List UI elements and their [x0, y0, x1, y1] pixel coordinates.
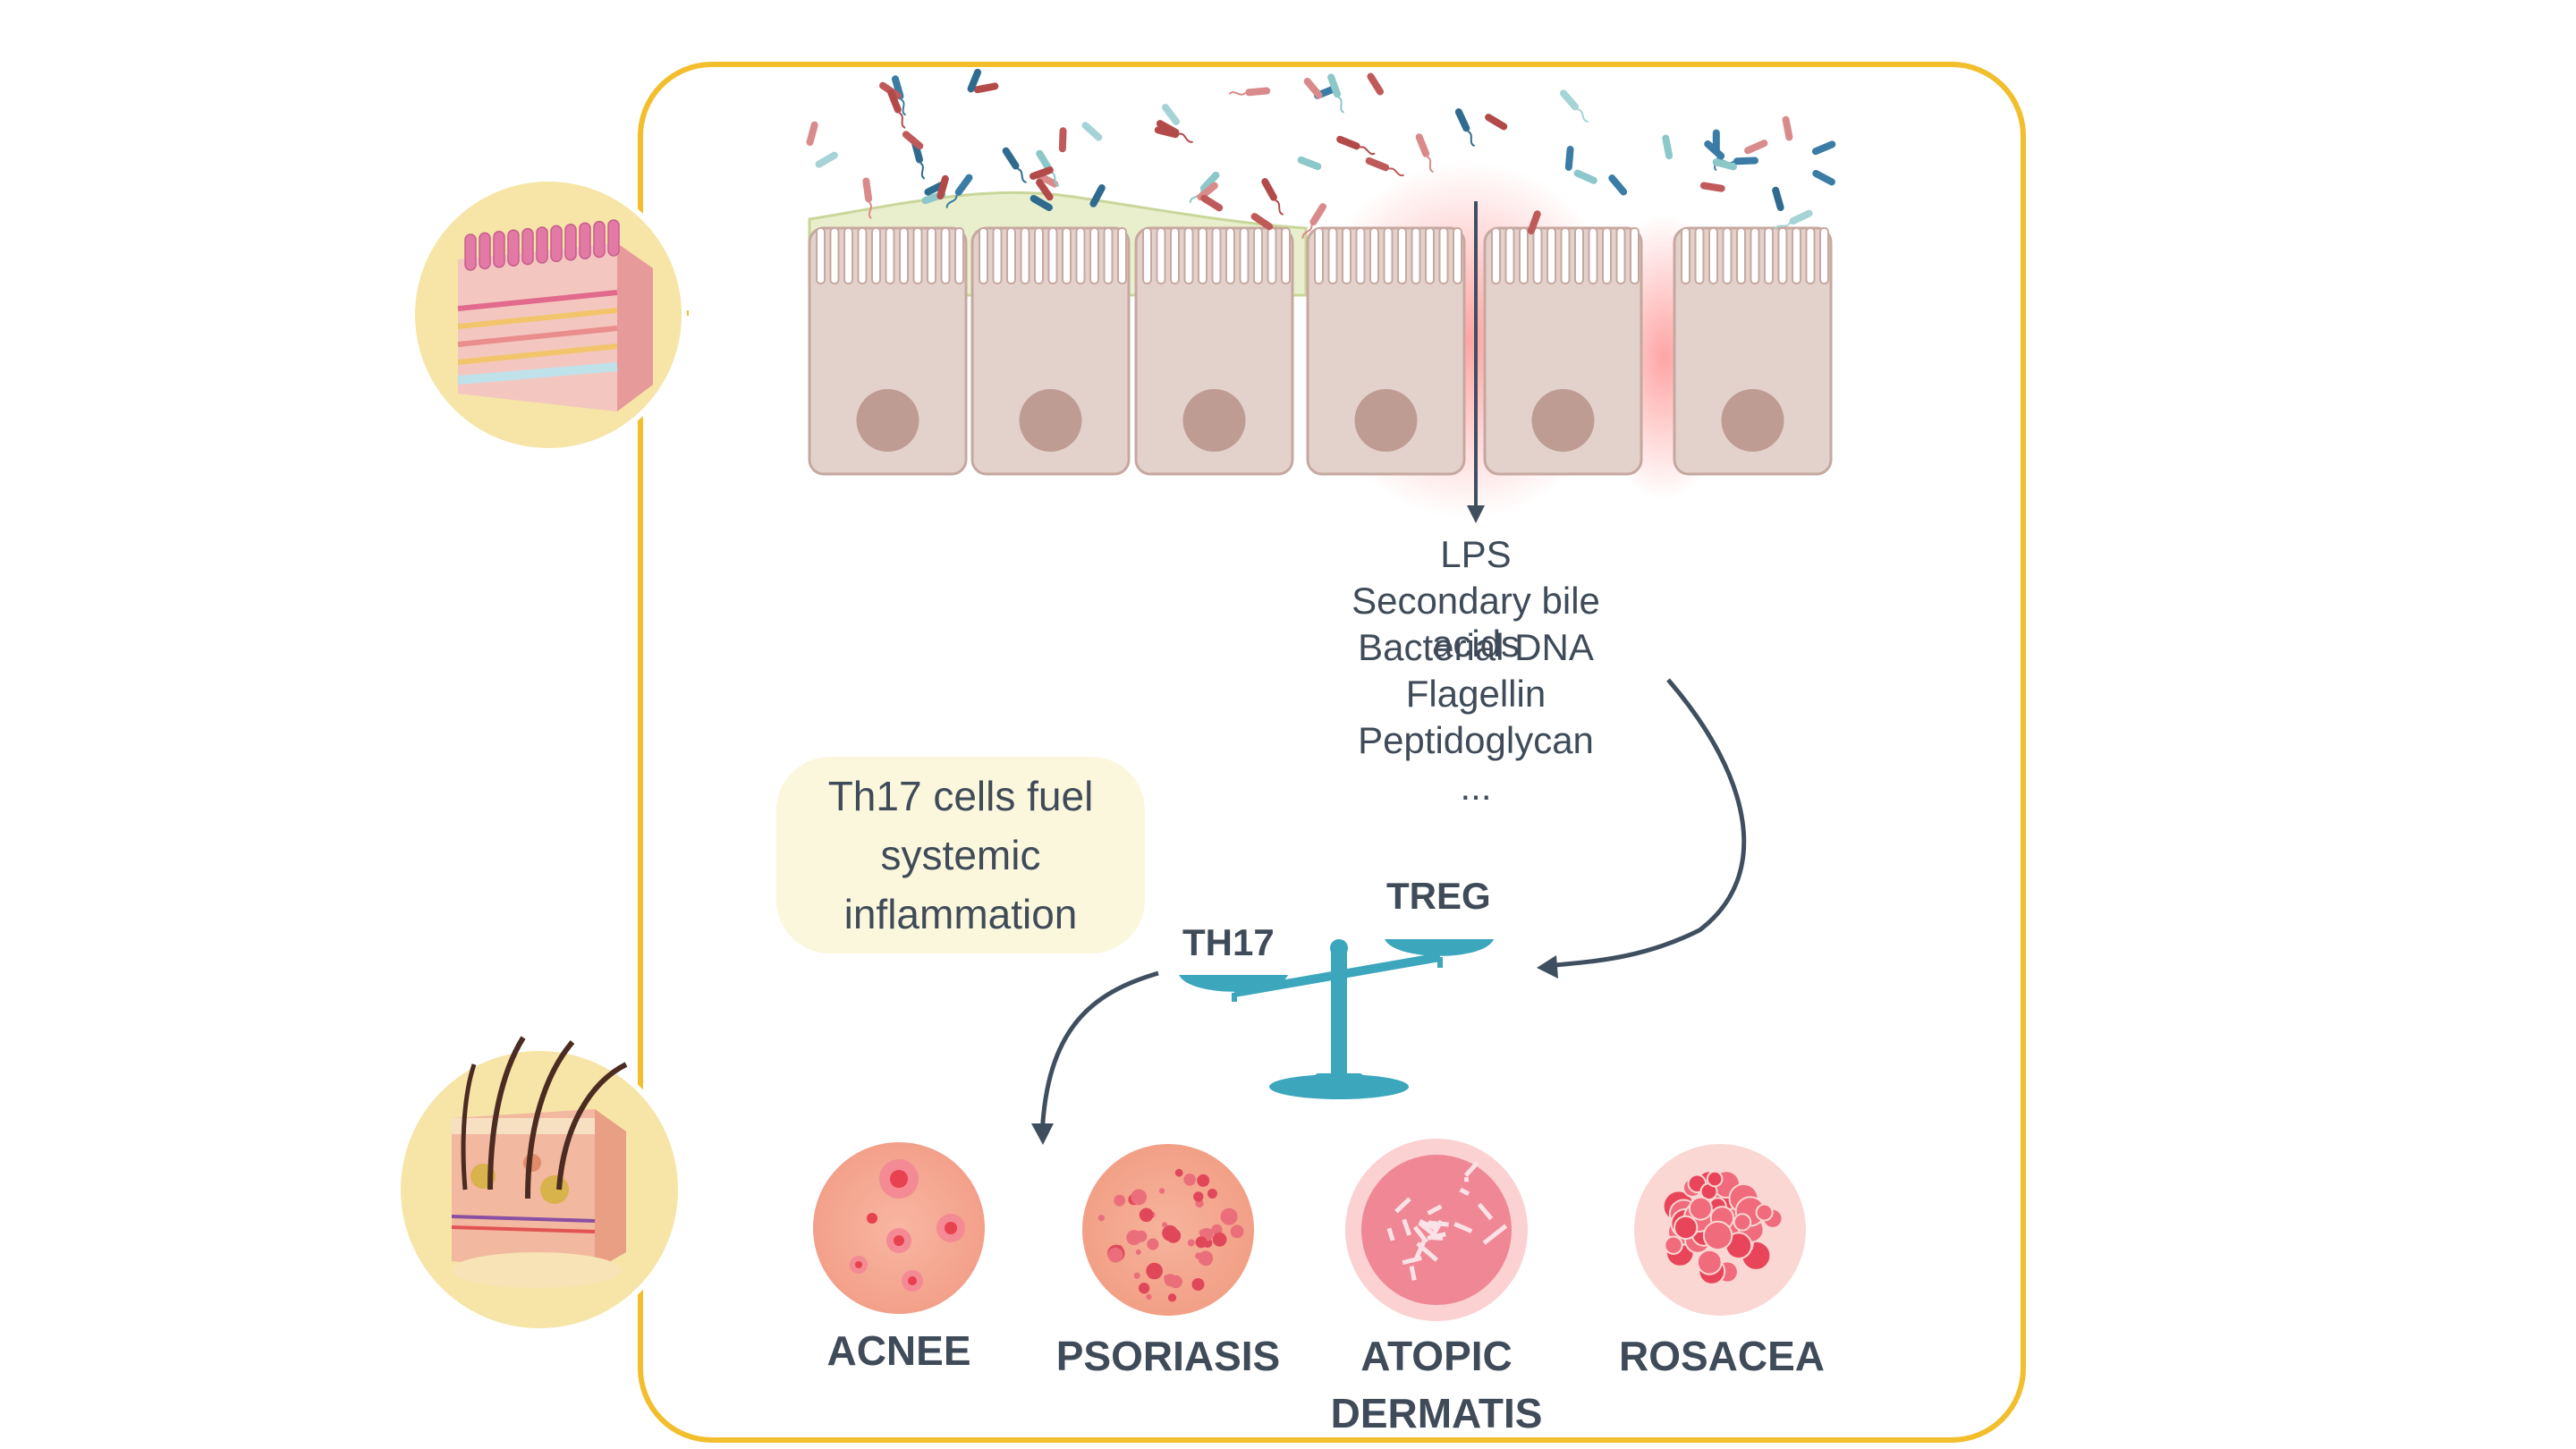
intestinal-tissue-icon [457, 219, 653, 411]
bacterium-icon [1573, 169, 1597, 184]
bacterium-icon [891, 75, 907, 116]
bacterium-icon [815, 151, 838, 168]
main-frame [638, 62, 2026, 1443]
treg-label: TREG [1386, 875, 1491, 917]
bacterium-icon [1154, 126, 1180, 139]
molecule-lps: LPS [1440, 533, 1512, 575]
molecule-flagellin: Flagellin [1405, 673, 1546, 715]
bacterium-icon [1559, 89, 1589, 123]
nucleus [1354, 389, 1418, 452]
disease-label-line: DERMATIS [1330, 1390, 1543, 1436]
callout-line: systemic [880, 832, 1041, 878]
callout-line: Th17 cells fuel [827, 773, 1094, 819]
bacterium-icon [1261, 178, 1284, 216]
bacterium-icon [1564, 146, 1574, 171]
nucleus [1531, 389, 1595, 452]
disease-label-psoriasis: PSORIASIS [1034, 1327, 1302, 1385]
bacterium-icon [1485, 114, 1508, 131]
bacterium-icon [1367, 72, 1384, 96]
bacterium-icon [967, 68, 982, 93]
bacterium-icon [1712, 158, 1737, 171]
bacterium-icon [1415, 133, 1434, 174]
atopic-dermatitis-icon [1345, 1139, 1528, 1321]
acne-icon [813, 1142, 985, 1314]
disease-label-atopic-dermatitis: ATOPIC DERMATIS [1315, 1327, 1558, 1442]
nucleus [856, 389, 919, 452]
molecule-peptidoglycan: Peptidoglycan [1358, 719, 1594, 761]
bacterium-icon [1772, 186, 1784, 212]
skin-tissue-circle [395, 1036, 683, 1334]
th17-label: TH17 [1182, 921, 1275, 963]
molecule-bacterial-dna: Bacterial DNA [1358, 626, 1594, 668]
bacterium-icon [1156, 120, 1193, 143]
rosacea-icon [1634, 1144, 1806, 1316]
bacterium-icon [1699, 182, 1725, 192]
bacterium-icon [887, 89, 906, 129]
balance-scale-icon [1179, 939, 1494, 1099]
disease-label-line: ROSACEA [1618, 1333, 1826, 1379]
th17-callout: Th17 cells fuel systemic inflammation [776, 757, 1145, 953]
bacterium-icon [1301, 203, 1326, 239]
epithelial-cell [1673, 226, 1833, 476]
bacterium-icon [1662, 134, 1674, 160]
nucleus [1019, 389, 1082, 452]
bacterium-icon [1036, 178, 1054, 201]
epithelial-cell [1483, 226, 1643, 476]
callout-line: inflammation [843, 891, 1078, 937]
bacterium-icon [1744, 140, 1768, 155]
bacterium-icon [1811, 140, 1836, 156]
bacterium-icon [1365, 157, 1404, 177]
skin-cross-section-icon [451, 1036, 628, 1288]
epithelial-cell [1134, 226, 1294, 476]
bacterium-icon [1774, 209, 1813, 230]
disease-label-line: PSORIASIS [1055, 1333, 1281, 1379]
bacterium-icon [902, 131, 924, 150]
gut-tissue-circle [410, 176, 687, 453]
bacterium-icon [1250, 213, 1274, 231]
molecule-secondary-bile-acids: Secondary bile acids [1352, 580, 1600, 665]
bacterium-icon [1336, 135, 1376, 156]
bacterium-icon [1200, 194, 1224, 212]
bacterium-icon [1327, 73, 1345, 114]
bacterium-icon [1089, 184, 1106, 208]
gut-bacteria [806, 68, 1836, 239]
arrow-to-treg [1546, 678, 1747, 969]
bacterium-icon [1081, 122, 1103, 141]
molecule-ellipsis: ... [1460, 766, 1492, 808]
bacterium-icon [806, 121, 818, 147]
bacterium-icon [936, 174, 949, 200]
bacterium-icon [973, 82, 999, 94]
bacterium-icon [1030, 166, 1054, 181]
bacterium-icon [1782, 115, 1793, 141]
bacterium-icon [1058, 127, 1067, 153]
disease-label-rosacea: ROSACEA [1601, 1327, 1843, 1385]
epithelial-cell [808, 226, 968, 476]
bacterium-icon [945, 174, 973, 208]
bacterium-icon [1030, 195, 1053, 211]
disease-label-line: ACNEE [826, 1327, 971, 1374]
bacterium-icon [1303, 77, 1323, 99]
bacterium-icon [862, 177, 873, 219]
psoriasis-icon [1082, 1144, 1254, 1316]
disease-label-acne: ACNEE [809, 1322, 988, 1379]
arrow-to-diseases [1039, 970, 1159, 1137]
bacterium-icon [1812, 170, 1835, 186]
bacterium-icon [1454, 108, 1476, 148]
bacterium-icon [1228, 87, 1271, 97]
nucleus [1721, 389, 1784, 452]
bacterium-icon [1527, 210, 1541, 235]
intestinal-epithelium [808, 161, 1833, 519]
epithelial-cell [1306, 226, 1466, 476]
bacterium-icon [1002, 147, 1027, 183]
bacterium-icon [1608, 174, 1628, 196]
disease-label-line: ATOPIC [1360, 1333, 1513, 1379]
bacterium-icon [1161, 104, 1181, 125]
epithelial-cell [970, 226, 1131, 476]
nucleus [1182, 389, 1246, 452]
bacterium-icon [1297, 156, 1322, 171]
